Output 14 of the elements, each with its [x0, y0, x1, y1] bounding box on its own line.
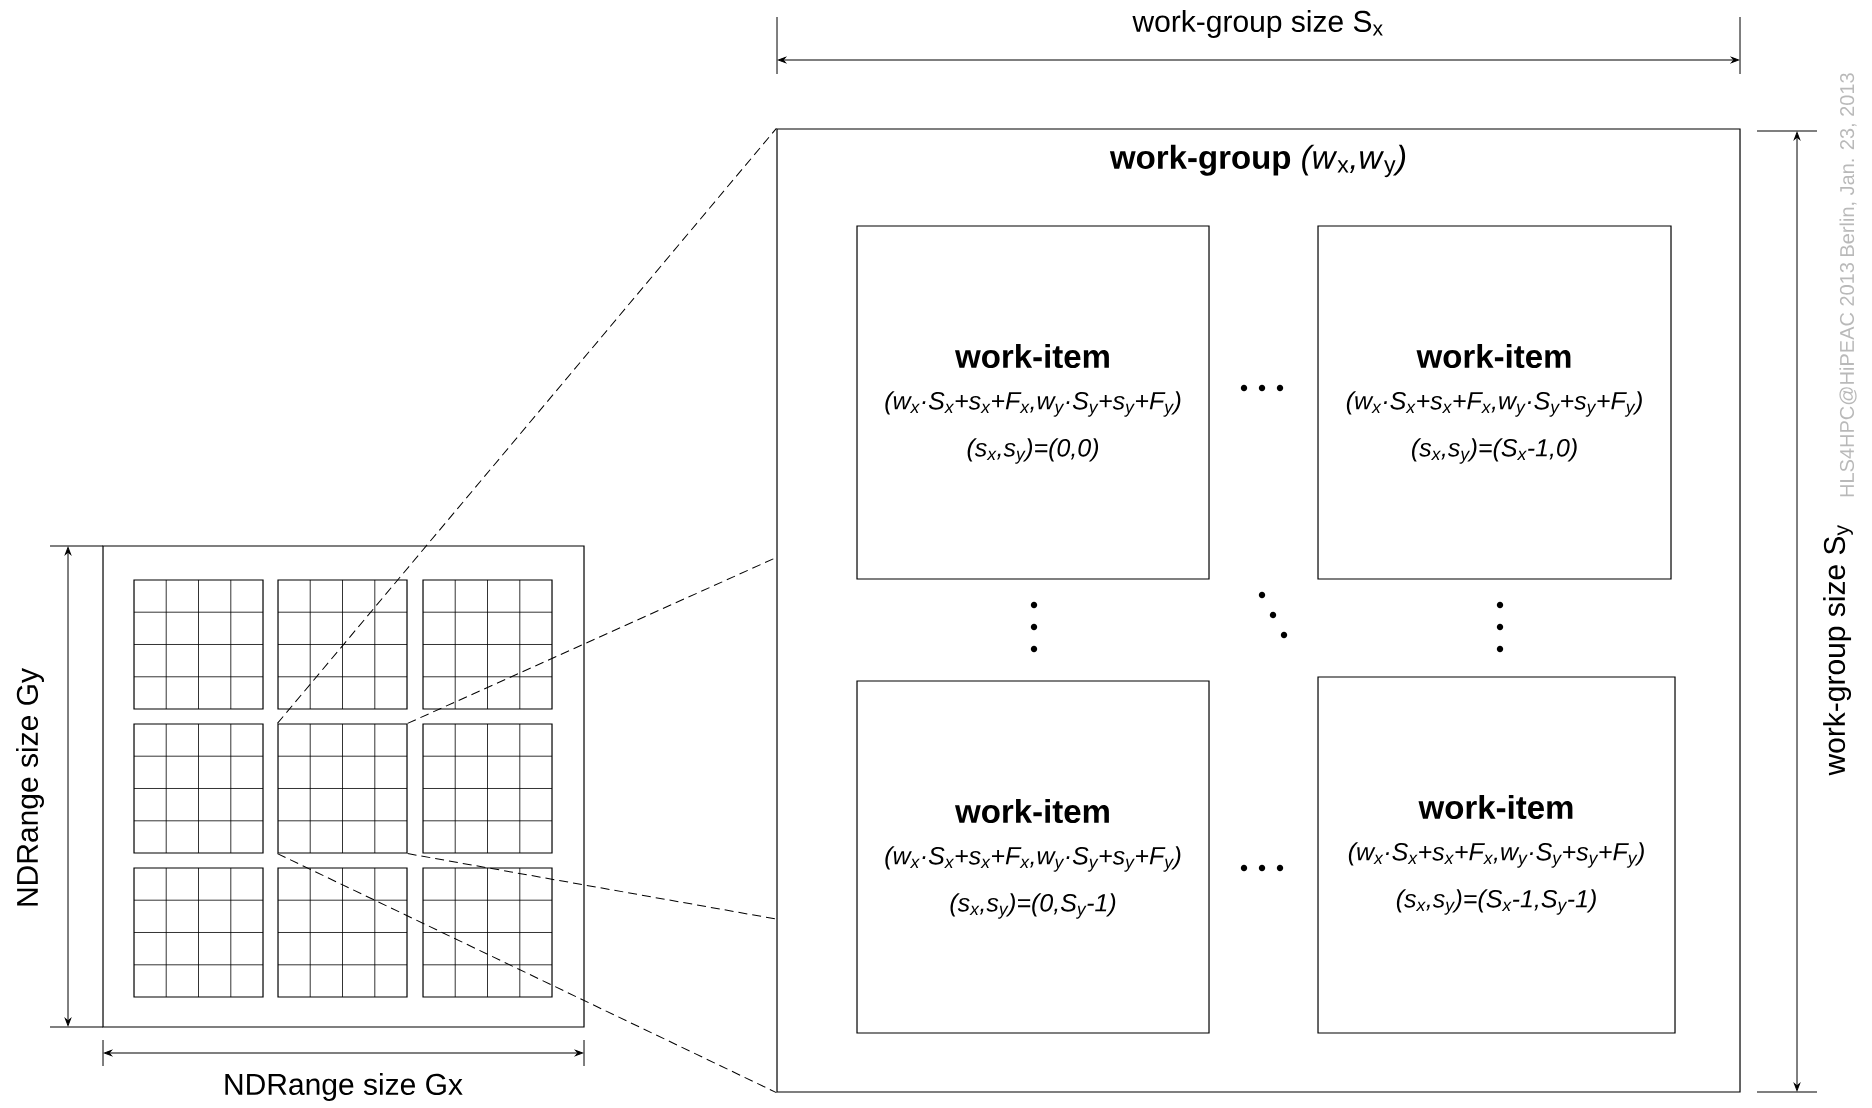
work-item-box: work-item (w$_{x}$·S$_{x}$+s$_{x}$+F$_{x}$,w$_{y}$·S$_{y}$+s$_{y}$+F$_{y}$) (s$_{x}$,s$_{y}$)=(0,0) [856, 225, 1210, 580]
work-item-box: work-item (w$_{x}$·S$_{x}$+s$_{x}$+F$_{x}$,w$_{y}$·S$_{y}$+s$_{y}$+F$_{y}$) (s$_{x}$,s$_{y}$)=(S$_{x}$-1,S$_{y}$-1) [1317, 676, 1676, 1034]
dimension-label: NDRange size Gy [16, 668, 44, 906]
footer-text: HLS4HPC@HiPEAC 2013 [1839, 262, 1857, 497]
work-group-cell [277, 723, 408, 854]
dimension-label: work-group size S$_{y}$ [1823, 525, 1853, 776]
dashed-line [276, 853, 777, 1094]
dimension-label: work-group size S$_{x}$ [1132, 10, 1383, 38]
dimension-label: NDRange size Gx [225, 1073, 463, 1101]
dashed-line [276, 127, 777, 724]
ndrange-grid-drawing [102, 545, 585, 1028]
footer-text: Berlin, Jan. 23, 2013 [1839, 73, 1857, 256]
work-item-box: work-item (w$_{x}$·S$_{x}$+s$_{x}$+F$_{x}$,w$_{y}$·S$_{y}$+s$_{y}$+F$_{y}$) (s$_{x}$,s$_{y}$)=(S$_{x}$-1,0) [1317, 225, 1672, 580]
work-item-box: work-item (w$_{x}$·S$_{x}$+s$_{x}$+F$_{x}$,w$_{y}$·S$_{y}$+s$_{y}$+F$_{y}$) (s$_{x}$,s$_{y}$)=(0,S$_{y}$-1) [856, 680, 1210, 1034]
